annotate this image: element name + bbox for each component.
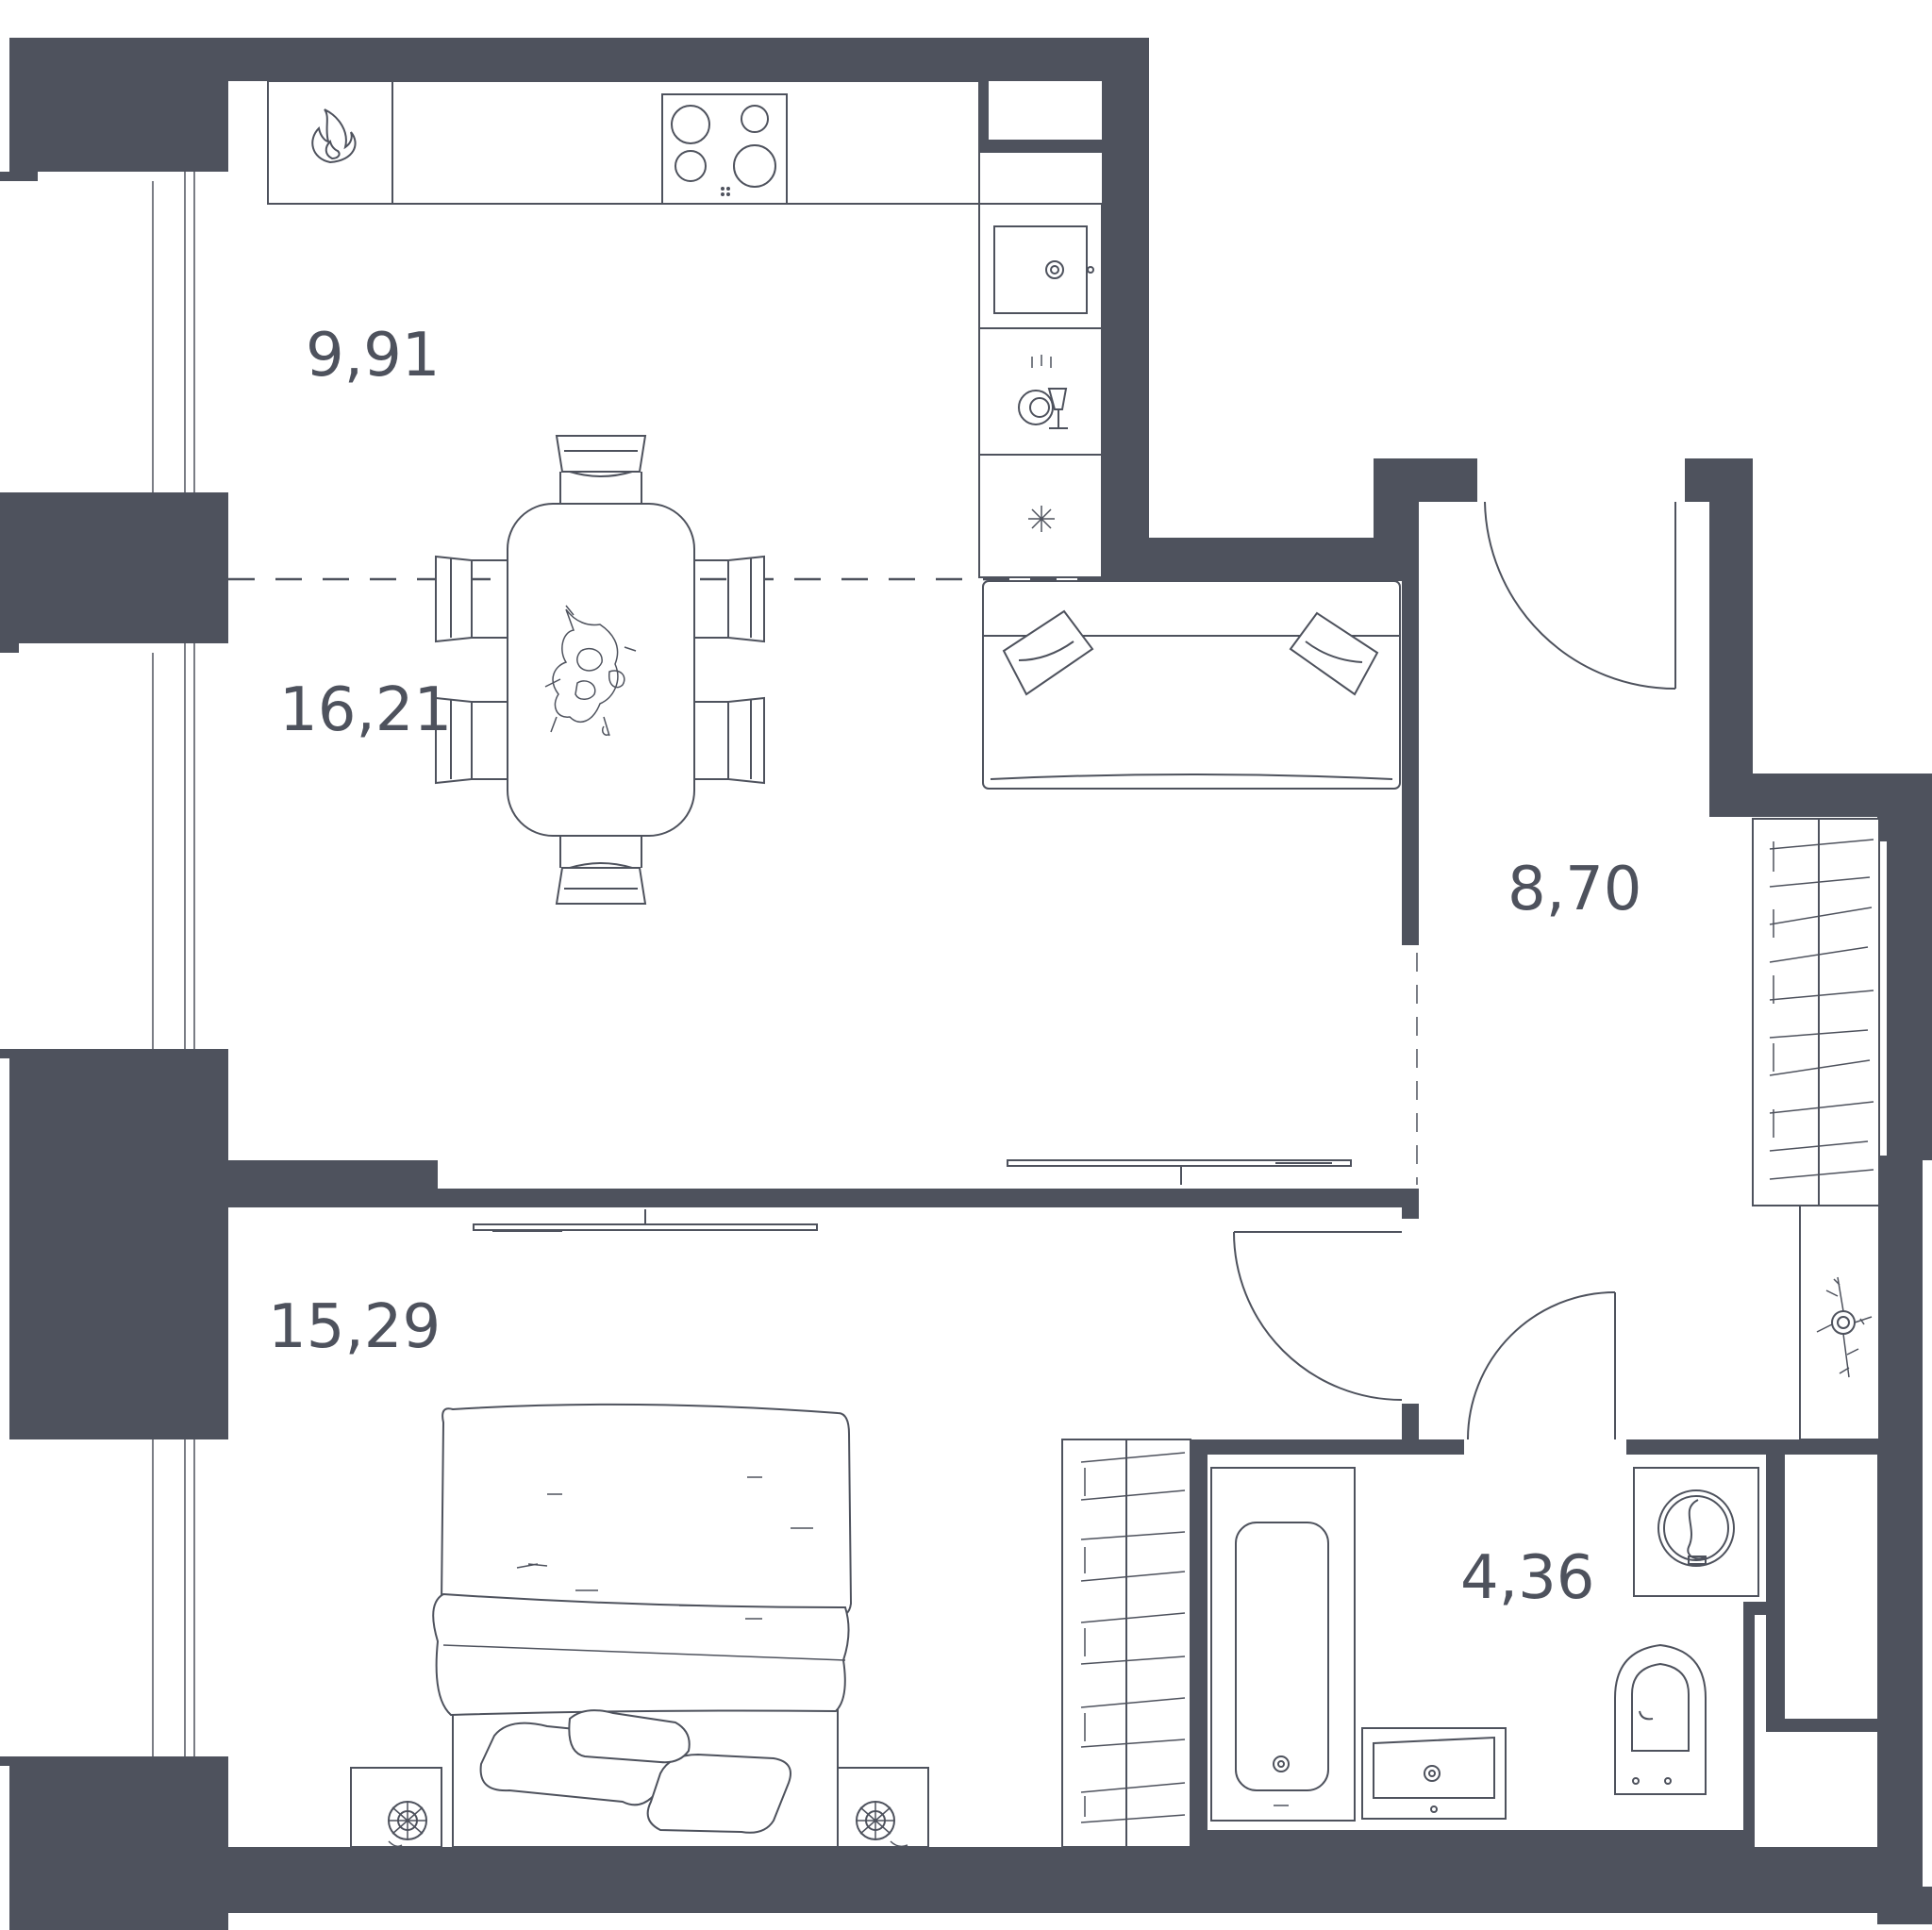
living-area-label: 16,21 (279, 675, 452, 745)
bedroom-tv-icon (473, 1209, 818, 1232)
sofa-icon (982, 580, 1401, 790)
bed-icon (432, 1403, 853, 1848)
entry-door (1484, 501, 1676, 690)
dishwasher-icon (1018, 355, 1068, 429)
wardrobe-icon (1752, 818, 1880, 1206)
tv-icon (1007, 1159, 1352, 1185)
washing-machine-icon (1633, 1467, 1759, 1597)
washbasin-icon (1361, 1727, 1507, 1820)
bedroom-wardrobe-icon (1061, 1439, 1191, 1848)
lamp-icon (350, 1767, 929, 1848)
kitchen-area-label: 9,91 (306, 321, 441, 391)
flower-icon (544, 605, 637, 737)
bathtub-icon (1210, 1467, 1356, 1822)
toilet-icon (1614, 1643, 1707, 1795)
flame-icon (311, 108, 357, 164)
fridge-icon (1028, 506, 1055, 532)
sink-icon (993, 225, 1094, 314)
walls (0, 38, 1932, 1930)
bedroom-area-label: 15,29 (268, 1292, 441, 1362)
plant-icon (1799, 1205, 1880, 1440)
hall-area-label: 8,70 (1507, 855, 1642, 924)
cooktop-icon (661, 93, 788, 205)
bathroom-door (1467, 1291, 1616, 1440)
bedroom-door (1233, 1231, 1403, 1401)
dining-table-icon (435, 435, 765, 905)
windows (152, 172, 195, 1756)
bathroom-area-label: 4,36 (1460, 1543, 1595, 1613)
